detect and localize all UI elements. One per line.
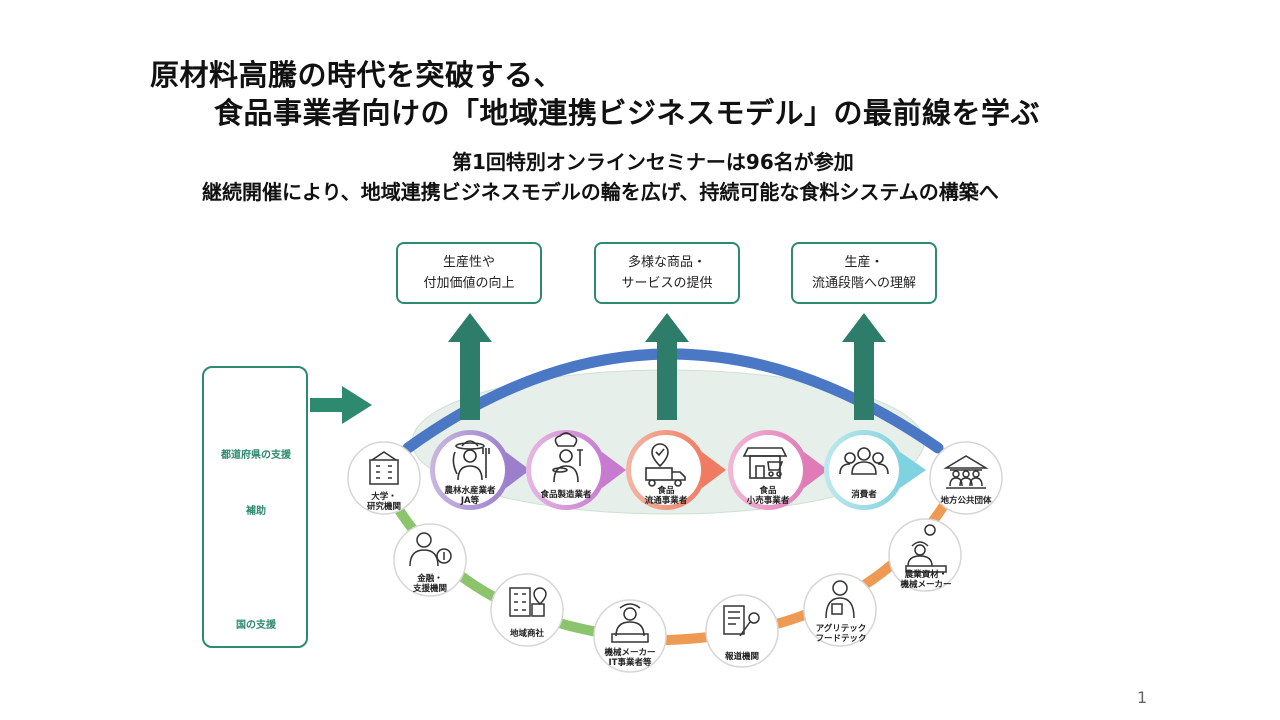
page-number: 1 (1137, 688, 1148, 707)
stakeholder-circle-machinery (593, 599, 667, 673)
chain-label-line-2: JA等 (460, 496, 480, 506)
outcome-box-line-1: 生産性や (442, 255, 495, 270)
stakeholder-label-finance: 金融・ 支援機関 (400, 574, 460, 594)
technician-icon (611, 603, 649, 643)
stakeholder-circle-agritech (803, 573, 877, 647)
chain-label-line-1: 消費者 (851, 490, 877, 500)
subsidy-label: 補助 (246, 506, 266, 517)
stakeholder-circle-finance (393, 523, 467, 597)
chain-label-farmer: 農林水産業者 JA等 (430, 486, 510, 506)
farmer-icon (452, 440, 490, 481)
stakeholder-label-trading: 地域商社 (497, 629, 557, 639)
stakeholder-label-line-2: 支援機関 (412, 584, 447, 594)
stakeholder-label-line-1: 報道機関 (724, 652, 759, 662)
chain-label-line-1: 農林水産業者 (444, 486, 496, 496)
outcome-box-line-1: 生産・ (844, 255, 884, 270)
chain-bubble-delivery (626, 430, 726, 510)
prefecture-support-label: 都道府県の支援 (221, 450, 291, 461)
stakeholder-label-line-2: フードテック (815, 634, 867, 644)
chain-label-line-2: 流通事業者 (644, 496, 688, 506)
stakeholder-label-line-2: 機械メーカー (900, 580, 952, 590)
stakeholder-label-line-1: 大学・ (371, 492, 397, 502)
subtitle-line-2: 継続開催により、地域連携ビジネスモデルの輪を広げ、持続可能な食料システムの構築へ (202, 180, 999, 204)
stakeholder-circle-materials (888, 518, 962, 592)
factory-worker-icon (905, 524, 947, 573)
stakeholder-label-line-1: アグリテック (815, 624, 867, 634)
chain-label-distribution: 食品 流通事業者 (626, 486, 706, 506)
finance-person-icon (409, 532, 452, 567)
chain-bubble-store (728, 430, 828, 510)
chain-label-consumer: 消費者 (824, 490, 904, 500)
up-arrows (448, 313, 886, 420)
chain-bubble-farmer (430, 430, 530, 510)
chain-label-manufacturer: 食品製造業者 (526, 490, 606, 500)
outcome-box-services: 多様な商品・ サービスの提供 (594, 242, 740, 304)
stakeholder-label-line-1: 機械メーカー (604, 648, 656, 658)
delivery-truck-icon (645, 443, 686, 487)
outcome-box-understanding: 生産・ 流通段階への理解 (791, 242, 937, 304)
university-icon (369, 451, 399, 485)
chain-label-retail: 食品 小売事業者 (728, 486, 808, 506)
chain-label-line-1: 食品 (759, 486, 777, 496)
outcome-box-productivity: 生産性や 付加価値の向上 (396, 242, 542, 304)
stakeholder-label-line-2: 研究機関 (366, 502, 401, 512)
stakeholder-label-localgov: 地方公共団体 (932, 496, 1000, 506)
store-cart-icon (742, 447, 788, 479)
stakeholder-label-materials: 農業資材・ 機械メーカー (892, 570, 960, 590)
stakeholder-label-agritech: アグリテック フードテック (808, 624, 874, 644)
subtitle-line-1: 第1回特別オンラインセミナーは96名が参加 (452, 150, 854, 174)
government-arrow (310, 386, 372, 424)
stakeholder-label-line-2: IT事業者等 (608, 658, 652, 668)
outcome-box-line-1: 多様な商品・ (627, 255, 706, 270)
city-hall-icon (943, 455, 989, 489)
government-support-panel (202, 366, 308, 648)
people-icon (839, 447, 889, 475)
outcome-box-line-2: サービスの提供 (621, 276, 713, 291)
stakeholder-label-university: 大学・ 研究機関 (354, 492, 414, 512)
chain-label-line-1: 食品 (657, 486, 675, 496)
building-pin-icon (509, 587, 547, 617)
newspaper-mic-icon (723, 605, 760, 637)
chef-icon (552, 432, 583, 483)
stakeholder-label-line-1: 農業資材・ (904, 570, 948, 580)
outcome-box-line-2: 付加価値の向上 (423, 276, 515, 291)
stakeholder-label-machinery: 機械メーカー IT事業者等 (596, 648, 664, 668)
up-arrow-1 (448, 313, 492, 420)
stakeholder-circle-university (347, 441, 421, 515)
scientist-icon (825, 580, 855, 619)
national-support-label: 国の支援 (236, 620, 276, 631)
chain-bubble-chef (526, 430, 626, 510)
stakeholder-label-line-1: 地域商社 (509, 629, 544, 639)
up-arrow-3 (842, 313, 886, 420)
outcome-box-line-2: 流通段階への理解 (811, 276, 916, 291)
up-arrow-2 (645, 313, 689, 420)
title-line-1: 原材料高騰の時代を突破する、 (150, 58, 564, 92)
stakeholder-label-line-1: 金融・ (417, 574, 443, 584)
chain-bubble-consumer (824, 430, 926, 510)
stakeholder-label-media: 報道機関 (712, 652, 772, 662)
chain-label-line-1: 食品製造業者 (540, 490, 592, 500)
title-line-2: 食品事業者向けの「地域連携ビジネスモデル」の最前線を学ぶ (214, 96, 1041, 130)
stakeholder-label-line-1: 地方公共団体 (940, 496, 992, 506)
chain-label-line-2: 小売事業者 (746, 496, 790, 506)
